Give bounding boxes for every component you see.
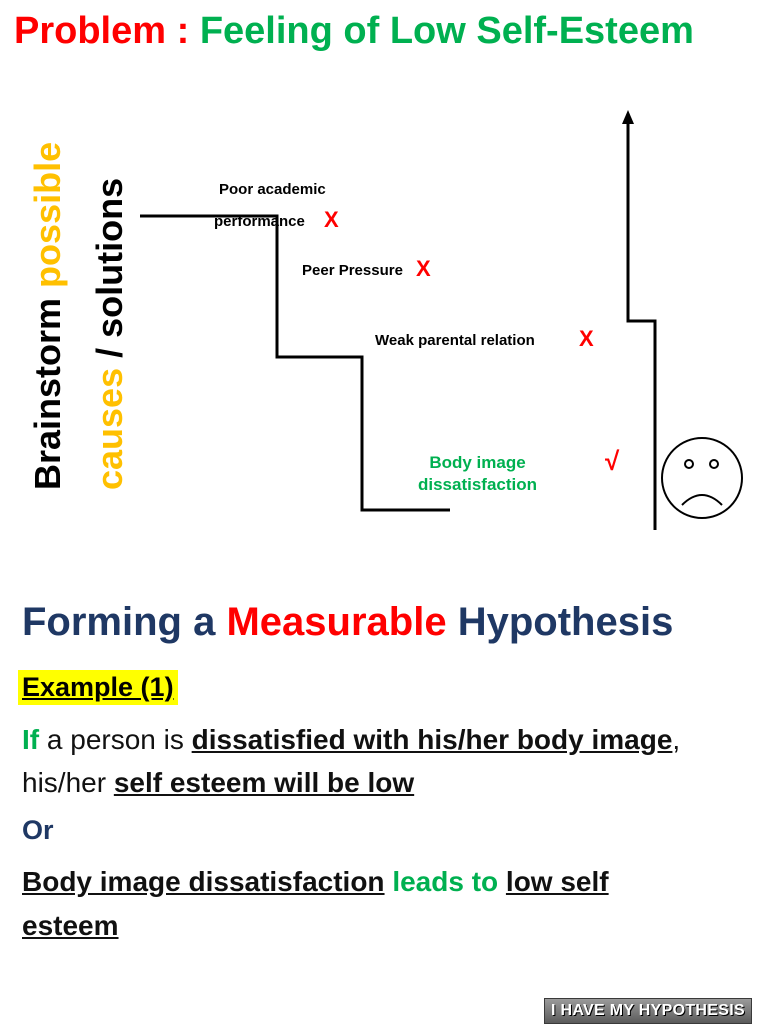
cross-mark-2: X <box>416 256 431 281</box>
cause-poor-academic-line2: performance <box>214 213 305 230</box>
cause-poor-academic-line1: Poor academic <box>219 181 326 198</box>
sad-face-icon <box>661 437 743 519</box>
line1-plain: a person is <box>39 724 192 755</box>
cross-mark-1: X <box>324 207 339 232</box>
line1-underlined: dissatisfied with his/her body image <box>191 724 673 755</box>
heading-part2: Measurable <box>226 600 447 644</box>
heading-part3: Hypothesis <box>457 600 674 644</box>
page-title: Problem : Feeling of Low Self-Esteem <box>14 10 694 53</box>
line1-end: , <box>672 724 681 755</box>
title-text: Feeling of Low Self-Esteem <box>199 10 694 52</box>
cause-peer-pressure: Peer Pressure <box>302 262 403 279</box>
title-label: Problem : <box>14 10 190 52</box>
staircase-line <box>140 214 450 512</box>
hypothesis-line1: If a person is dissatisfied with his/her… <box>22 724 680 756</box>
hypothesis-line2: his/her self esteem will be low <box>22 767 414 799</box>
hypothesis-line4: esteem <box>22 910 119 942</box>
line2-underlined: self esteem will be low <box>113 767 415 798</box>
heading-part1: Forming a <box>22 600 216 644</box>
line3-underlined: Body image dissatisfaction <box>22 866 385 897</box>
hypothesis-heading: Forming a Measurable Hypothesis <box>22 600 673 645</box>
line3-underlined2: low self <box>505 866 609 897</box>
line4-underlined: esteem <box>22 910 119 941</box>
example-label: Example (1) <box>18 670 178 705</box>
line3-green: leads to <box>384 866 506 897</box>
cause-body-image-line1: Body image <box>429 453 526 472</box>
cross-mark-3: X <box>579 326 594 351</box>
hypothesis-badge: I HAVE MY HYPOTHESIS <box>544 998 752 1024</box>
cause-body-image-line2: dissatisfaction <box>417 475 538 494</box>
cause-body-image: Body image dissatisfaction <box>395 452 560 496</box>
arrow-up-icon <box>622 110 634 124</box>
hypothesis-line3: Body image dissatisfaction leads to low … <box>22 866 609 898</box>
rising-line <box>626 122 657 530</box>
if-word: If <box>22 724 40 755</box>
cause-weak-parental: Weak parental relation <box>375 332 535 349</box>
check-mark: √ <box>605 446 620 476</box>
or-text: Or <box>22 815 54 845</box>
line2-plain: his/her <box>22 767 114 798</box>
